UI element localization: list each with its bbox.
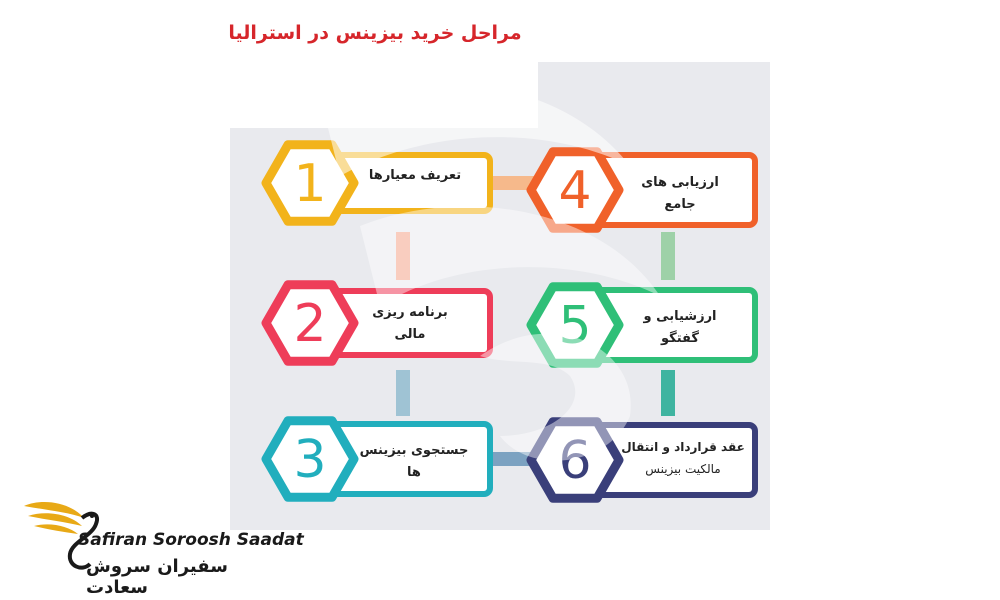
step-3-number: 3 xyxy=(293,430,326,490)
connector-2-3 xyxy=(396,370,410,416)
step-3-text-line1: جستجوی بیزینس xyxy=(359,443,469,458)
step-5-label: ارزشیابی و گفتگو xyxy=(620,306,740,350)
logo-name-en: Safiran Soroosh Saadat xyxy=(78,530,304,550)
step-5-text-line2: گفتگو xyxy=(661,331,699,346)
watermark-swirl xyxy=(320,80,660,461)
company-logo xyxy=(24,502,99,570)
step-1-hexagon xyxy=(261,140,359,226)
step-3-label: جستجوی بیزینس ها xyxy=(348,440,480,484)
logo-name-fa: سفیران سروش سعادت xyxy=(86,556,228,598)
step-3-hexagon xyxy=(261,416,359,502)
connector-5-6 xyxy=(661,370,675,416)
step-5-number: 5 xyxy=(558,296,591,356)
step-4-text-line2: جامع xyxy=(664,197,696,212)
step-3-text-line2: ها xyxy=(407,465,421,480)
connector-1-2 xyxy=(396,232,410,280)
step-5-text-line1: ارزشیابی و xyxy=(643,309,717,324)
step-6-text-line1: عقد قرارداد و انتقال xyxy=(621,440,745,454)
connector-1-4 xyxy=(490,176,534,190)
step-6-text-line2: مالکیت بیزینس xyxy=(645,462,721,476)
connector-3-6 xyxy=(490,452,534,466)
step-4-number: 4 xyxy=(558,161,591,221)
step-1-number: 1 xyxy=(293,154,326,214)
step-2-label: برنامه ریزی مالی xyxy=(350,302,470,346)
step-2-hexagon xyxy=(261,280,359,366)
step-5-hexagon xyxy=(526,282,624,368)
step-2-number: 2 xyxy=(293,294,326,354)
step-4-hexagon xyxy=(526,147,624,233)
step-2-text-line1: برنامه ریزی xyxy=(372,305,448,320)
step-6-number: 6 xyxy=(558,431,591,491)
step-6-hexagon xyxy=(526,417,624,503)
step-2-text-line2: مالی xyxy=(394,327,426,342)
step-6-label: عقد قرارداد و انتقال مالکیت بیزینس xyxy=(618,436,748,480)
step-4-label: ارزیابی های جامع xyxy=(620,172,740,216)
step-1-text-line1: تعریف معیارها xyxy=(368,168,462,183)
step-4-text-line1: ارزیابی های xyxy=(641,175,719,190)
step-1-label: تعریف معیارها xyxy=(350,165,480,187)
page-title: مراحل خرید بیزینس در استرالیا xyxy=(228,22,522,44)
connector-4-5 xyxy=(661,232,675,280)
bird-wing-icon xyxy=(24,502,99,570)
